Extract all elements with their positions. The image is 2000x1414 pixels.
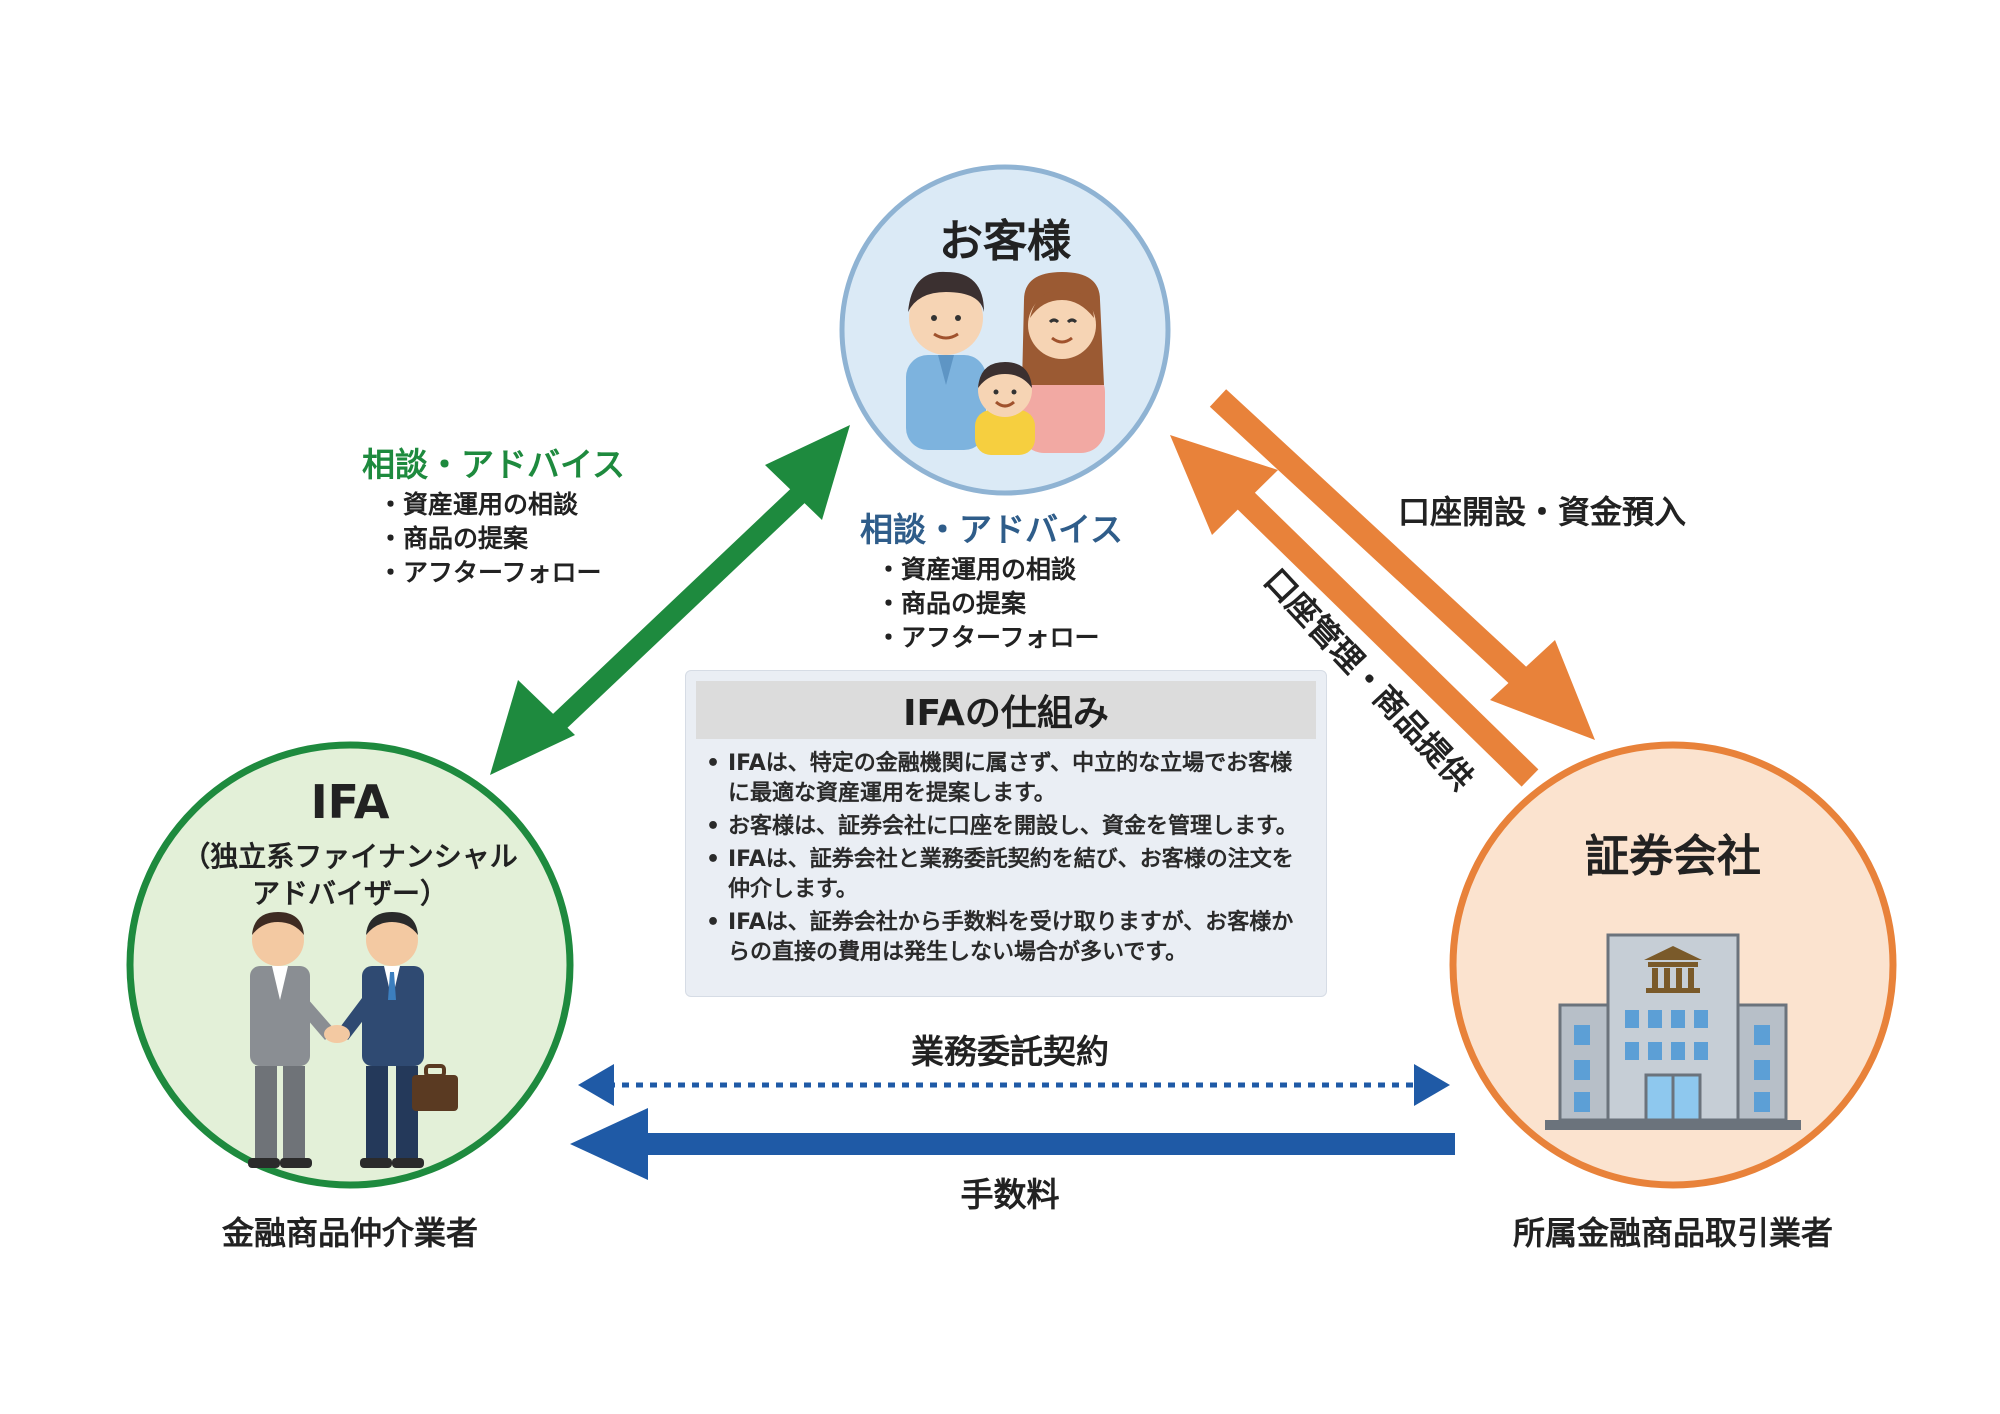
account-opening-arrow <box>1209 389 1595 740</box>
list-item: お客様は、証券会社に口座を開設し、資金を管理します。 <box>700 812 1310 842</box>
handshake-icon <box>248 912 458 1168</box>
fee-arrow <box>570 1108 1455 1180</box>
contract-arrow <box>578 1064 1450 1106</box>
list-item: 商品の提案 <box>876 587 1100 621</box>
ifa-title: IFA <box>310 775 390 829</box>
consult-arrow <box>490 425 850 775</box>
ifa-mechanism-panel: IFAの仕組み IFAは、特定の金融機関に属さず、中立的な立場でお客様に最適な資… <box>685 670 1327 997</box>
ifa-circle <box>126 741 574 1189</box>
customer-consult-list: 資産運用の相談 商品の提案 アフターフォロー <box>876 553 1100 655</box>
left-consult-title: 相談・アドバイス <box>362 445 626 484</box>
account-management-arrow <box>1170 435 1539 787</box>
list-item: 資産運用の相談 <box>876 553 1100 587</box>
account-opening-label: 口座開設・資金預入 <box>1398 493 1687 531</box>
ifa-subtitle-line2: アドバイザー） <box>251 877 448 910</box>
customer-title: お客様 <box>939 216 1071 267</box>
list-item: アフターフォロー <box>876 621 1100 655</box>
family-icon <box>906 271 1105 455</box>
list-item: アフターフォロー <box>378 556 602 590</box>
panel-title: IFAの仕組み <box>696 681 1316 739</box>
list-item: 商品の提案 <box>378 522 602 556</box>
list-item: IFAは、証券会社と業務委託契約を結び、お客様の注文を仲介します。 <box>700 845 1310 905</box>
securities-title: 証券会社 <box>1585 831 1761 882</box>
ifa-subtitle-line1: （独立系ファイナンシャル <box>182 840 518 873</box>
panel-list: IFAは、特定の金融機関に属さず、中立的な立場でお客様に最適な資産運用を提案しま… <box>700 749 1310 968</box>
list-item: 資産運用の相談 <box>378 488 602 522</box>
left-consult-list: 資産運用の相談 商品の提案 アフターフォロー <box>378 488 602 590</box>
bank-building-icon <box>1545 933 1801 1130</box>
fee-label: 手数料 <box>960 1175 1060 1214</box>
securities-caption: 所属金融商品取引業者 <box>1512 1214 1833 1252</box>
list-item: IFAは、証券会社から手数料を受け取りますが、お客様からの直接の費用は発生しない… <box>700 908 1310 968</box>
ifa-caption: 金融商品仲介業者 <box>221 1214 478 1252</box>
contract-label: 業務委託契約 <box>911 1032 1109 1071</box>
customer-consult-title: 相談・アドバイス <box>860 510 1124 549</box>
list-item: IFAは、特定の金融機関に属さず、中立的な立場でお客様に最適な資産運用を提案しま… <box>700 749 1310 809</box>
